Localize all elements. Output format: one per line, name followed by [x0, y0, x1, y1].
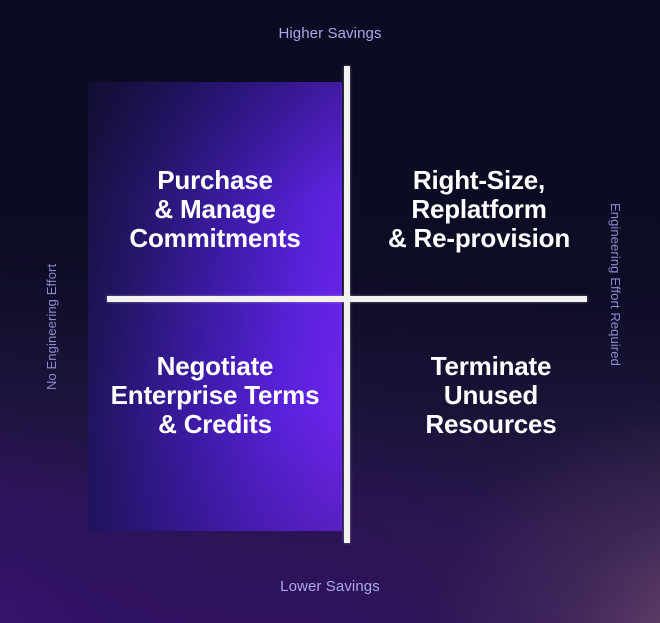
vertical-axis-line [344, 66, 350, 543]
horizontal-axis-line [107, 296, 587, 302]
axis-label-lower-savings: Lower Savings [280, 578, 380, 595]
quadrant-top-right-label: Right-Size, Replatform & Re-provision [387, 165, 571, 253]
highlighted-low-effort-panel [88, 82, 342, 531]
axis-label-no-engineering-effort: No Engineering Effort [44, 263, 59, 390]
axis-label-higher-savings: Higher Savings [278, 25, 382, 42]
quadrant-top-left-label: Purchase & Manage Commitments [129, 165, 301, 253]
quadrant-bottom-right-label: Terminate Unused Resources [425, 351, 557, 439]
axis-label-engineering-effort-required: Engineering Effort Required [608, 203, 623, 366]
quadrant-bottom-left-label: Negotiate Enterprise Terms & Credits [110, 351, 320, 439]
